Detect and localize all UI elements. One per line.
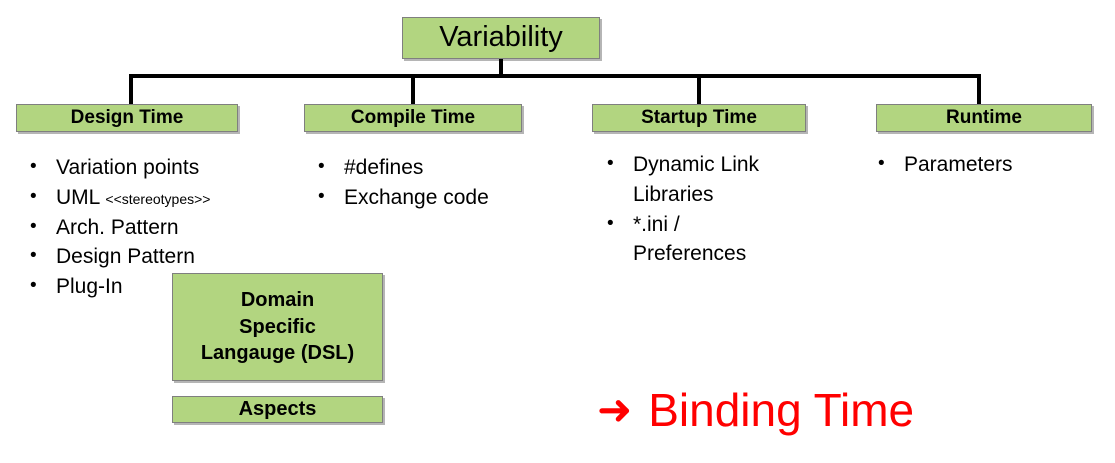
node-dsl-line3: Langauge (DSL) [200, 342, 355, 365]
connector-drop-runtime [977, 74, 981, 105]
list-item-label: Arch. Pattern [56, 215, 179, 239]
node-design-time[interactable]: Design Time [16, 104, 238, 132]
bullet-icon: • [30, 245, 37, 267]
list-item: • #defines [318, 153, 568, 183]
bullet-icon: • [318, 185, 325, 207]
node-aspects[interactable]: Aspects [172, 396, 383, 423]
connector-drop-design-time [129, 74, 133, 105]
bullet-icon: • [607, 212, 614, 234]
connector-drop-startup-time [697, 74, 701, 105]
list-item-label-main: UML [56, 185, 106, 209]
list-item-label: #defines [344, 156, 424, 179]
node-dsl-line1: Domain [240, 289, 315, 312]
list-item-label: Design Pattern [56, 245, 195, 269]
binding-time-callout: ➜ Binding Time [597, 383, 914, 437]
list-item-label: UML <<stereotypes>> [56, 183, 300, 213]
list-item-label: Variation points [56, 156, 200, 179]
list-item: • Plug-In [30, 272, 300, 302]
list-item: • Variation points [30, 153, 300, 183]
connector-horizontal-bus [129, 74, 981, 78]
list-item: • *.ini / Preferences [607, 210, 857, 270]
bullet-icon: • [30, 275, 37, 297]
list-item: • Parameters [878, 150, 1098, 180]
bullet-list-startup-time: • Dynamic Link Libraries • *.ini / Prefe… [607, 150, 857, 269]
node-dsl-line2: Specific [239, 315, 316, 338]
bullet-icon: • [30, 156, 37, 177]
node-design-time-label: Design Time [70, 107, 184, 129]
bullet-list-runtime: • Parameters [878, 150, 1098, 180]
bullet-list-design-time: • Variation points • UML <<stereotypes>>… [30, 153, 300, 302]
connector-drop-compile-time [411, 74, 415, 105]
node-startup-time-label: Startup Time [641, 107, 757, 129]
connector-root-stem [499, 59, 503, 76]
binding-time-label: Binding Time [648, 384, 915, 436]
list-item-label: Exchange code [344, 185, 489, 209]
list-item-label: *.ini / Preferences [633, 212, 747, 266]
node-aspects-label: Aspects [238, 398, 317, 421]
bullet-icon: • [878, 153, 885, 174]
bullet-icon: • [30, 215, 37, 237]
list-item-label-stereotype: <<stereotypes>> [105, 190, 211, 207]
bullet-list-compile-time: • #defines • Exchange code [318, 153, 568, 213]
list-item: • UML <<stereotypes>> [30, 183, 300, 213]
node-compile-time-label: Compile Time [350, 107, 476, 129]
list-item: • Exchange code [318, 183, 568, 213]
node-startup-time[interactable]: Startup Time [592, 104, 806, 132]
node-compile-time[interactable]: Compile Time [304, 104, 522, 132]
bullet-icon: • [607, 153, 614, 174]
bullet-icon: • [318, 156, 325, 177]
node-runtime-label: Runtime [946, 107, 1022, 129]
node-runtime[interactable]: Runtime [876, 104, 1092, 132]
list-item: • Design Pattern [30, 242, 300, 272]
node-variability-label: Variability [439, 21, 563, 54]
right-arrow-icon: ➜ [597, 386, 633, 433]
list-item-label: Plug-In [56, 275, 123, 299]
list-item: • Dynamic Link Libraries [607, 150, 857, 210]
node-variability[interactable]: Variability [402, 17, 600, 59]
bullet-icon: • [30, 185, 37, 207]
list-item: • Arch. Pattern [30, 213, 300, 243]
list-item-label: Parameters [904, 153, 1013, 176]
list-item-label: Dynamic Link Libraries [633, 153, 760, 206]
